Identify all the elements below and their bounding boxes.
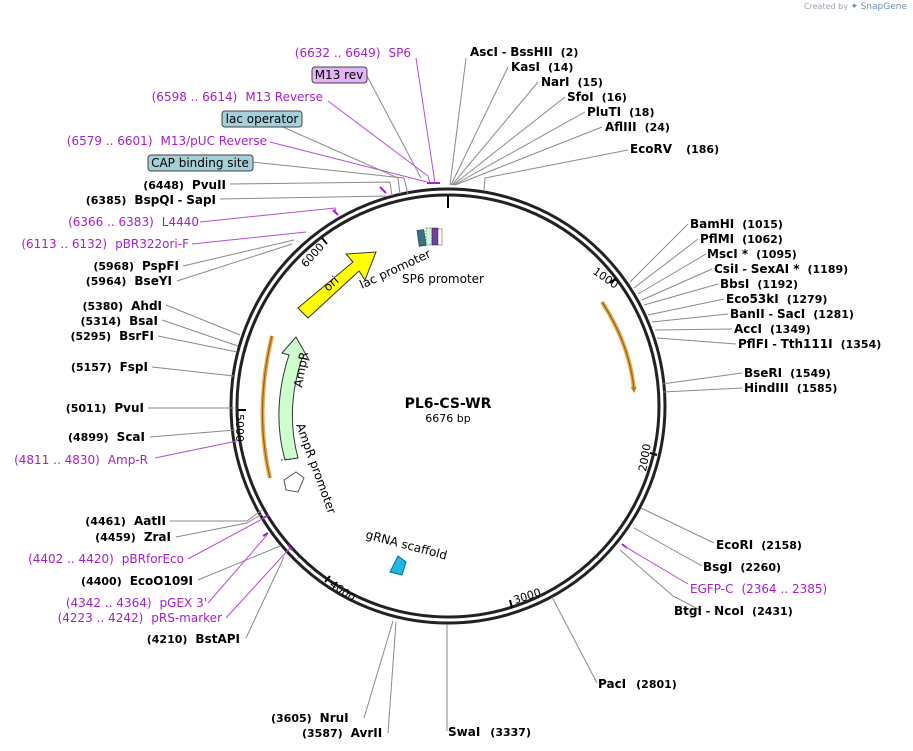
box-m13-rev[interactable]: M13 rev bbox=[311, 66, 368, 84]
site-kasi[interactable]: KasI(14) bbox=[511, 60, 573, 74]
site-bseri[interactable]: BseRI(1549) bbox=[744, 366, 831, 380]
site-avrii[interactable]: (3587)AvrII bbox=[302, 726, 382, 740]
site-asci-bsshii[interactable]: AscI - BssHII(2) bbox=[470, 45, 578, 59]
primer-m13-reverse[interactable]: (6598 .. 6614)M13 Reverse bbox=[152, 90, 323, 104]
feature-ori[interactable]: ori bbox=[297, 251, 377, 319]
box-lac-operator-text: lac operator bbox=[226, 112, 299, 126]
site-btgi-ncoi[interactable]: BtgI - NcoI(2431) bbox=[674, 604, 793, 618]
site-eco53ki[interactable]: Eco53kI(1279) bbox=[726, 292, 827, 306]
tick-marks bbox=[238, 237, 658, 609]
snapgene-brand: Created by ✦ SnapGene bbox=[804, 2, 907, 12]
ampr-label: AmpR bbox=[291, 351, 311, 389]
site-pflmi[interactable]: PflMI(1062) bbox=[700, 232, 783, 246]
primer-l4440[interactable]: (6366 .. 6383)L4440 bbox=[68, 215, 199, 229]
site-pos-asci: (2) bbox=[561, 46, 579, 59]
site-ecoo109i[interactable]: (4400)EcoO109I bbox=[81, 574, 193, 588]
tick-mark-2000 bbox=[649, 452, 658, 456]
site-ecorv[interactable]: EcoRV(186) bbox=[630, 142, 719, 156]
site-banii-saci[interactable]: BanII - SacI(1281) bbox=[730, 307, 854, 321]
tick-mark-4000 bbox=[324, 575, 331, 583]
plasmid-size: 6676 bp bbox=[425, 412, 470, 425]
site-name-asci: AscI bbox=[470, 45, 498, 59]
lac-operator-block bbox=[416, 229, 427, 247]
site-bstapi[interactable]: (4210)BstAPI bbox=[147, 632, 240, 646]
site-nari[interactable]: NarI(15) bbox=[541, 75, 603, 89]
feature-ampr[interactable]: AmpR bbox=[278, 336, 311, 461]
site-pspfi[interactable]: (5968)PspFI bbox=[93, 259, 179, 273]
site-pluti[interactable]: PluTI(18) bbox=[587, 105, 654, 119]
site-paci[interactable]: PacI(2801) bbox=[598, 677, 677, 691]
site-fspi[interactable]: (5157)FspI bbox=[71, 360, 148, 374]
sp6-promoter-block bbox=[431, 227, 439, 246]
site-bseyi[interactable]: (5964)BseYI bbox=[86, 274, 172, 288]
site-acci[interactable]: AccI(1349) bbox=[734, 322, 811, 336]
primer-m13-puc-reverse[interactable]: (6579 .. 6601)M13/pUC Reverse bbox=[67, 134, 267, 148]
site-pvuii[interactable]: (6448)PvuII bbox=[143, 178, 226, 192]
site-ahdi[interactable]: (5380)AhdI bbox=[82, 299, 162, 313]
site-bsai[interactable]: (5314)BsaI bbox=[80, 314, 158, 328]
primer-pbr322ori-f[interactable]: (6113 .. 6132)pBR322ori-F bbox=[21, 237, 189, 251]
feature-orange-arc-left[interactable] bbox=[260, 335, 274, 479]
lac-promoter-block bbox=[425, 227, 433, 246]
feature-promoter-cluster[interactable] bbox=[416, 227, 443, 247]
feature-grna-scaffold[interactable]: gRNA scaffold bbox=[364, 527, 449, 576]
box-lac-operator[interactable]: lac operator bbox=[221, 110, 303, 128]
cap-site-block bbox=[437, 228, 443, 246]
primer-sp6[interactable]: (6632 .. 6649)SP6 bbox=[295, 46, 411, 60]
primer-amp-r[interactable]: (4811 .. 4830)Amp-R bbox=[14, 453, 148, 467]
grna-label: gRNA scaffold bbox=[364, 527, 448, 562]
tick-label-2000: 2000 bbox=[636, 443, 654, 473]
site-bbsi[interactable]: BbsI(1192) bbox=[720, 277, 798, 291]
site-swai[interactable]: SwaI(3337) bbox=[448, 725, 531, 739]
site-pflfi-tth111i[interactable]: PflFI - Tth111I(1354) bbox=[738, 337, 881, 351]
tick-mark-1000 bbox=[609, 277, 617, 284]
primer-marks bbox=[262, 182, 628, 551]
site-bsrfi[interactable]: (5295)BsrFI bbox=[70, 329, 154, 343]
primer-pbrforeco[interactable]: (4402 .. 4420)pBRforEco bbox=[28, 552, 184, 566]
brand-created-by: Created by bbox=[803, 2, 848, 11]
box-cap-binding-site-text: CAP binding site bbox=[151, 156, 249, 170]
site-leaders bbox=[148, 57, 743, 734]
site-bspqi-sapi[interactable]: (6385)BspQI - SapI bbox=[86, 193, 216, 207]
site-zrai[interactable]: (4459)ZraI bbox=[95, 530, 171, 544]
box-cap-binding-site[interactable]: CAP binding site bbox=[147, 154, 254, 172]
site-bsgi[interactable]: BsgI(2260) bbox=[703, 560, 781, 574]
plasmid-name: PL6-CS-WR bbox=[405, 396, 492, 412]
tick-label-5000: 5000 bbox=[233, 414, 246, 442]
site-name-bsshii: BssHII bbox=[510, 45, 552, 59]
site-hindiii[interactable]: HindIII(1585) bbox=[744, 381, 837, 395]
snapgene-logo-icon: ✦ bbox=[850, 2, 859, 12]
primer-leaders bbox=[154, 57, 689, 619]
site-sfoi[interactable]: SfoI(16) bbox=[567, 90, 627, 104]
sp6-promoter-label: SP6 promoter bbox=[402, 272, 484, 286]
tick-mark-6000 bbox=[321, 237, 328, 245]
site-pvui[interactable]: (5011)PvuI bbox=[66, 401, 144, 415]
primer-prs-marker[interactable]: (4223 .. 4242)pRS-marker bbox=[58, 611, 222, 625]
tick-mark-3000 bbox=[509, 599, 513, 609]
site-afliii[interactable]: AflIII(24) bbox=[605, 120, 670, 134]
box-m13-rev-text: M13 rev bbox=[315, 68, 364, 82]
site-nrui[interactable]: (3605)NruI bbox=[271, 711, 349, 725]
site-csii-sexai[interactable]: CsiI - SexAI *(1189) bbox=[714, 262, 848, 276]
brand-app-name: SnapGene bbox=[860, 2, 907, 12]
site-ecori[interactable]: EcoRI(2158) bbox=[716, 538, 802, 552]
feature-orange-arc-right[interactable] bbox=[600, 300, 637, 393]
primer-pgex3[interactable]: (4342 .. 4364)pGEX 3' bbox=[66, 596, 207, 610]
site-aatii[interactable]: (4461)AatII bbox=[85, 514, 166, 528]
primer-egfp-c[interactable]: EGFP-C(2364 .. 2385) bbox=[690, 582, 827, 596]
site-scai[interactable]: (4899)ScaI bbox=[68, 430, 145, 444]
site-bamhi[interactable]: BamHI(1015) bbox=[690, 217, 783, 231]
site-msci[interactable]: MscI *(1095) bbox=[707, 247, 797, 261]
ampr-promoter-label: AmpR promoter bbox=[293, 421, 339, 515]
